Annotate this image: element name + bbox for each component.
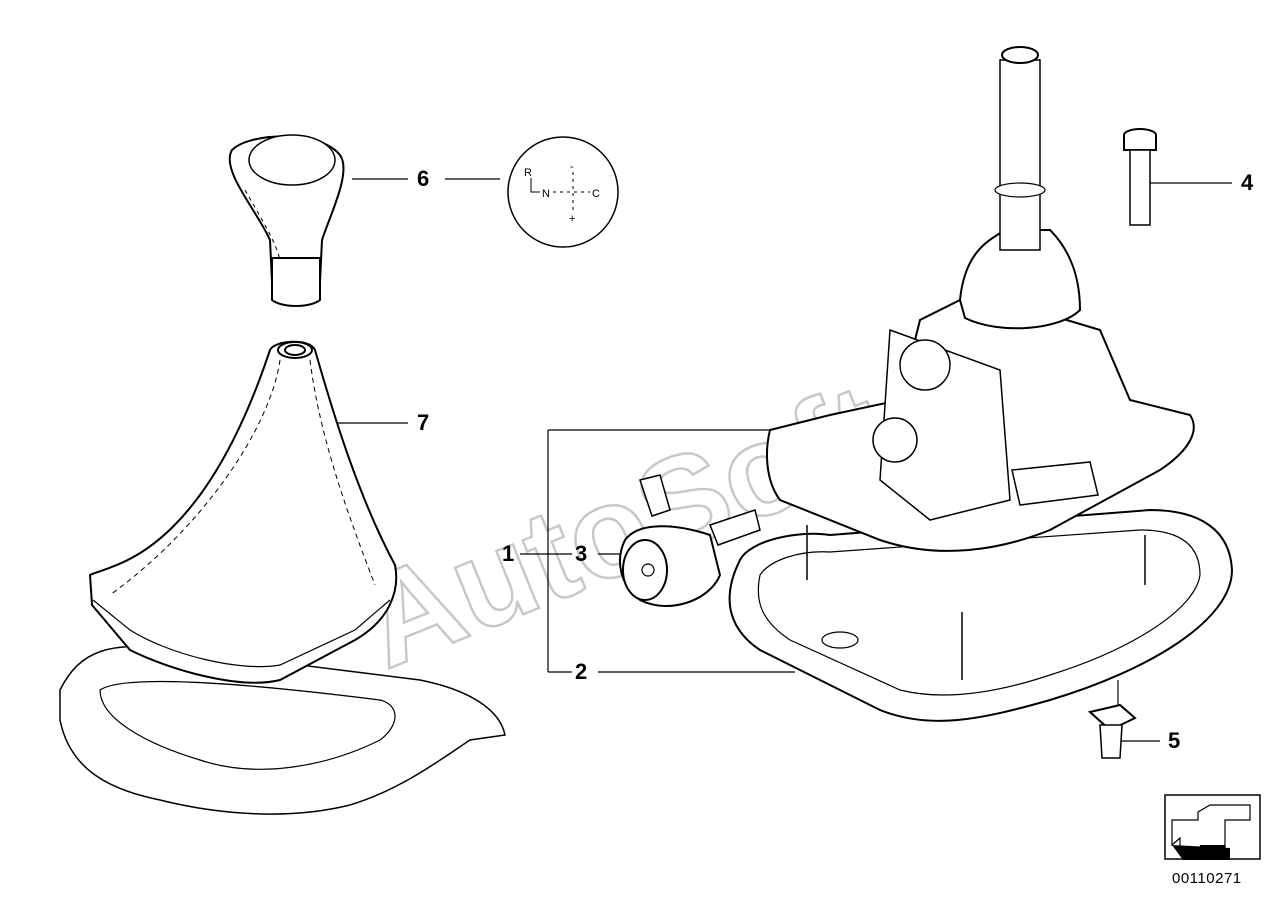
callout-4: 4 <box>1241 170 1254 195</box>
shift-boot <box>59 340 506 815</box>
callout-2: 2 <box>575 659 588 684</box>
position-sensor <box>619 474 761 607</box>
shift-pattern-plus: + <box>569 213 575 225</box>
shift-knob <box>228 134 345 307</box>
shift-pattern-c: C <box>592 188 600 200</box>
callout-1: 1 <box>502 541 515 566</box>
callout-6: 6 <box>417 166 430 191</box>
callout-3: 3 <box>575 541 588 566</box>
bolt <box>1123 128 1157 226</box>
callout-7: 7 <box>417 410 430 435</box>
shift-pattern-badge: R N C - + <box>507 136 619 248</box>
leader-lines <box>337 178 1232 742</box>
document-number: 00110271 <box>1172 870 1242 887</box>
shift-pattern-minus: - <box>570 161 574 173</box>
shift-pattern-r: R <box>524 167 532 179</box>
selector-housing <box>766 46 1195 552</box>
base-plate <box>728 508 1234 722</box>
back-navigation[interactable] <box>1164 794 1261 860</box>
shift-pattern-n: N <box>542 188 550 200</box>
callout-5: 5 <box>1168 728 1181 753</box>
arrow-left-icon[interactable] <box>1171 804 1251 860</box>
nut-insert <box>1087 703 1137 759</box>
